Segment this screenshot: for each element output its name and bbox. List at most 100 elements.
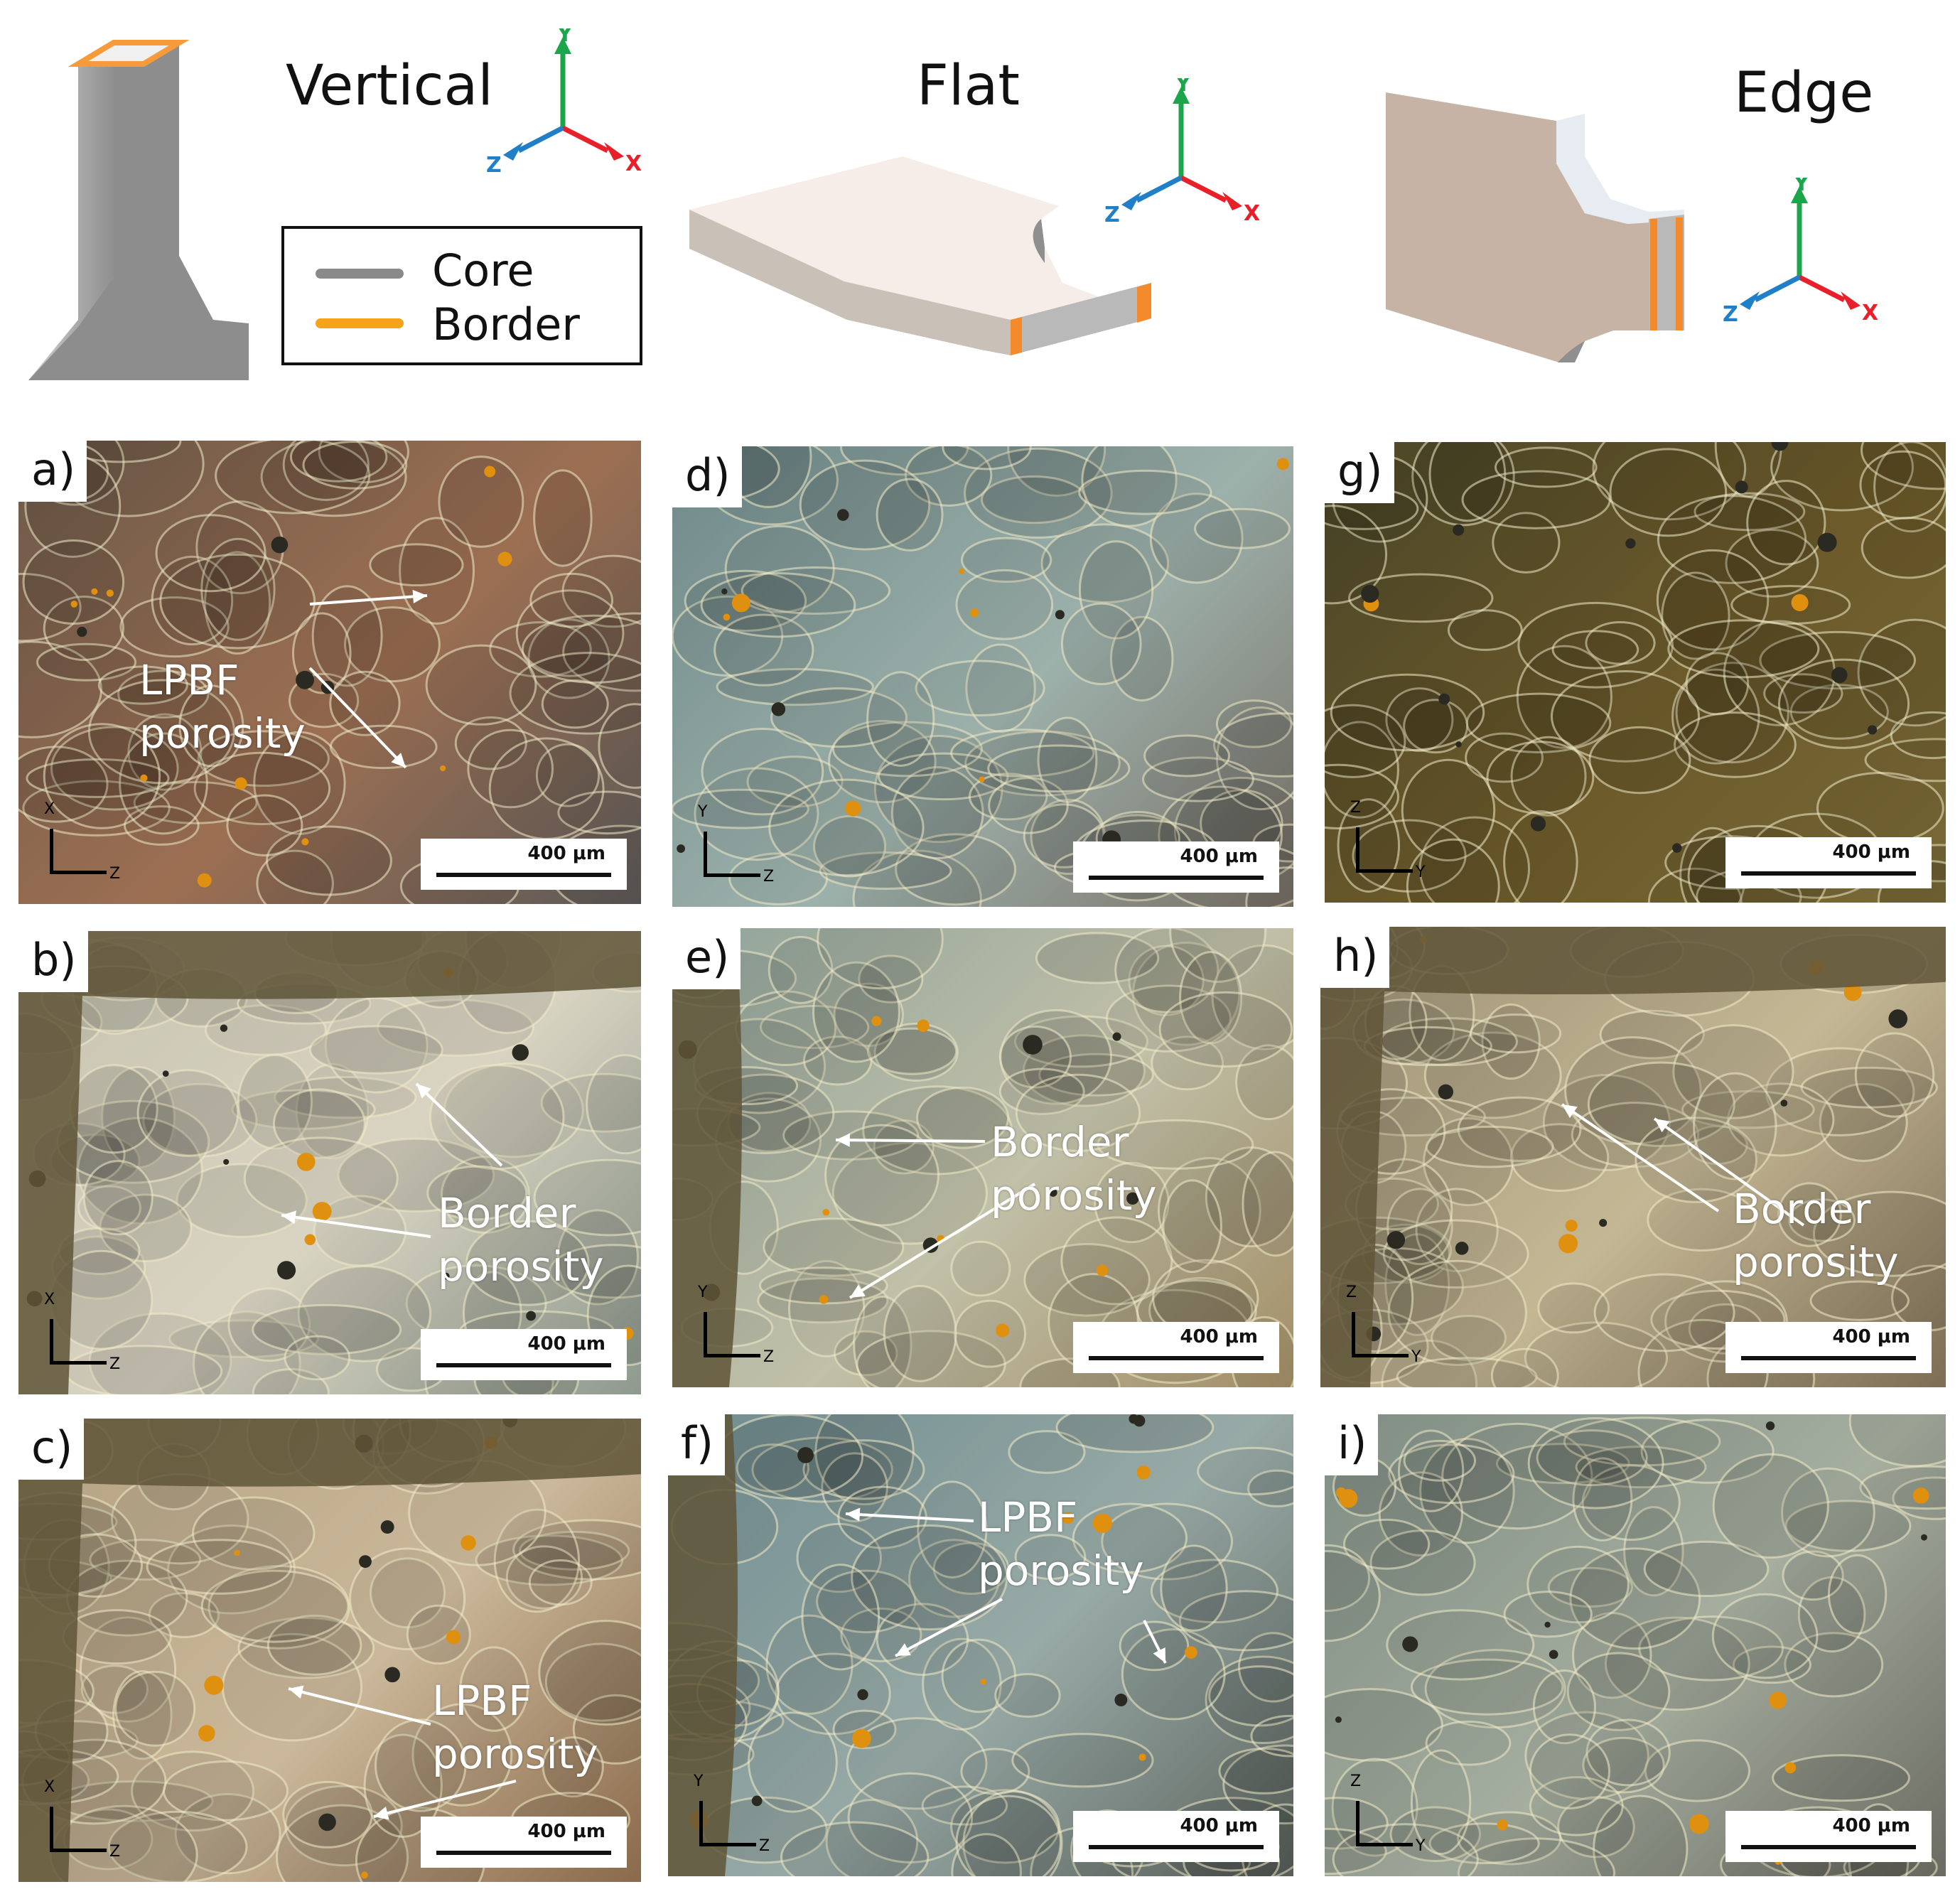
axis-z-label: Z [1723,302,1738,327]
axes-horizontal-label: Z [759,1837,770,1855]
flat-specimen-illustration [689,156,1151,355]
micrograph-texture [18,441,641,904]
scale-bar: 400 μm [1725,1322,1932,1373]
scale-bar-line [436,1851,611,1855]
scale-bar: 400 μm [421,1329,627,1380]
axes-horizontal-label: Z [763,1348,775,1366]
legend-border-label: Border [432,298,580,350]
scale-bar-line [1741,1356,1916,1360]
porosity-annotation: LPBF porosity [139,656,306,758]
axis-x-label: X [1244,201,1260,226]
annotation-arrows [845,1507,1167,1664]
panel-label: f) [668,1414,726,1475]
axes-vertical-label: Y [694,1772,704,1790]
axes-vertical-label: Y [698,803,708,821]
vertical-specimen-illustration [28,40,249,380]
flat-title: Flat [917,54,1020,118]
scale-bar-label: 400 μm [1832,841,1910,863]
micrograph-texture [672,928,1293,1387]
scale-bar: 400 μm [1073,1811,1279,1862]
porosity-annotation: Border porosity [1733,1185,1899,1287]
scale-bar: 400 μm [1073,841,1279,893]
micrograph-texture [18,1419,641,1882]
edge-axis-triad: Y X Z [1723,178,1878,327]
annotation-arrows [281,1082,503,1238]
axis-y-label: Y [556,28,574,47]
axes-horizontal-label: Z [109,1355,121,1373]
axes-vertical-label: X [44,1291,55,1308]
scale-bar-label: 400 μm [1180,846,1258,867]
porosity-annotation: LPBF porosity [978,1493,1144,1596]
edge-title: Edge [1734,61,1874,125]
edge-specimen-illustration [1386,92,1684,362]
axes-horizontal-label: Y [1411,1348,1421,1366]
scale-bar-line [1089,1845,1264,1849]
axis-y-label: Y [1793,178,1810,196]
panel-label: a) [18,441,87,502]
scale-bar-label: 400 μm [1180,1815,1258,1836]
porosity-annotation: Border porosity [438,1189,604,1291]
porosity-annotation: Border porosity [991,1118,1157,1220]
flat-axis-triad: Y X Z [1104,78,1260,227]
annotation-arrows [288,1685,517,1820]
scale-bar-label: 400 μm [1832,1326,1910,1347]
axis-x-label: X [1862,301,1878,326]
axes-horizontal-label: Y [1416,1837,1426,1855]
vertical-axis-triad: Y X Z [486,28,642,178]
scale-bar: 400 μm [1725,1811,1932,1862]
vertical-title: Vertical [286,54,493,118]
annotation-arrows [308,589,428,769]
panel-label: e) [672,928,741,989]
axes-horizontal-label: Z [763,868,775,886]
scale-bar-line [1741,1845,1916,1849]
panel-label: g) [1325,442,1394,503]
axes-horizontal-label: Z [109,865,121,883]
scale-bar-label: 400 μm [1180,1326,1258,1347]
scale-bar-label: 400 μm [527,843,605,864]
panel-label: d) [672,446,742,507]
core-swatch [316,269,404,279]
core-border-legend: Core Border [281,226,642,365]
axes-vertical-label: X [44,800,55,818]
scale-bar: 400 μm [421,839,627,890]
scale-bar-line [1741,871,1916,876]
scale-bar-line [436,1363,611,1367]
axis-z-label: Z [486,153,502,178]
axis-x-label: X [625,151,642,176]
axes-vertical-label: Z [1350,1772,1362,1790]
scale-bar-line [1089,876,1264,880]
panel-label: c) [18,1419,85,1480]
porosity-annotation: LPBF porosity [432,1677,598,1779]
legend-core-label: Core [432,244,534,296]
scale-bar-label: 400 μm [527,1821,605,1842]
scale-bar-label: 400 μm [527,1333,605,1355]
annotation-arrows [835,1133,1036,1299]
scale-bar-line [1089,1356,1264,1360]
scale-bar-line [436,873,611,877]
axes-vertical-label: Y [698,1284,708,1301]
scale-bar-label: 400 μm [1832,1815,1910,1836]
axes-vertical-label: Z [1350,799,1362,817]
panel-label: i) [1325,1414,1379,1475]
axis-y-label: Y [1175,78,1192,97]
border-swatch [316,318,404,328]
scale-bar: 400 μm [1725,837,1932,888]
panel-label: h) [1320,927,1390,988]
axes-vertical-label: X [44,1778,55,1796]
axes-horizontal-label: Z [109,1843,121,1861]
